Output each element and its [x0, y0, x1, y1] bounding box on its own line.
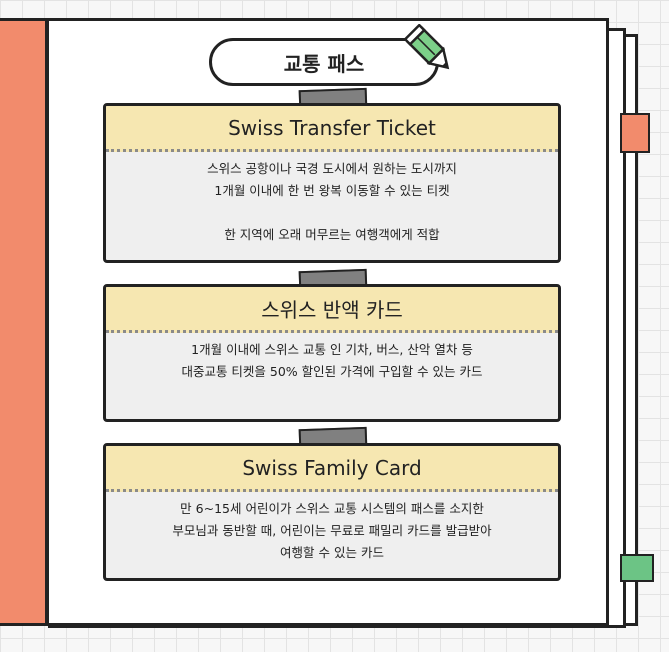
- card-text-line: 만 6~15세 어린이가 스위스 교통 시스템의 패스를 소지한: [180, 501, 484, 516]
- pencil-icon: [404, 24, 450, 70]
- card-heading: Swiss Transfer Ticket: [106, 106, 558, 152]
- card-swiss-family: Swiss Family Card 만 6~15세 어린이가 스위스 교통 시스…: [103, 443, 561, 581]
- card-body: 스위스 공항이나 국경 도시에서 원하는 도시까지 1개월 이내에 한 번 왕복…: [106, 152, 558, 246]
- card-body: 1개월 이내에 스위스 교통 인 기차, 버스, 산악 열차 등 대중교통 티켓…: [106, 333, 558, 383]
- card-text-line: 스위스 공항이나 국경 도시에서 원하는 도시까지: [207, 161, 457, 176]
- card-text-line: 1개월 이내에 한 번 왕복 이동할 수 있는 티켓: [214, 183, 450, 198]
- page-title: 교통 패스: [209, 38, 439, 86]
- card-swiss-transfer-ticket: Swiss Transfer Ticket 스위스 공항이나 국경 도시에서 원…: [103, 103, 561, 263]
- bookmark-tab-orange[interactable]: [620, 113, 650, 153]
- card-text-line: 부모님과 동반할 때, 어린이는 무료로 패밀리 카드를 발급받아: [172, 523, 492, 538]
- notebook-spine: [0, 18, 48, 626]
- card-heading: 스위스 반액 카드: [106, 287, 558, 333]
- card-text-line: 대중교통 티켓을 50% 할인된 가격에 구입할 수 있는 카드: [181, 364, 483, 379]
- card-heading: Swiss Family Card: [106, 446, 558, 492]
- card-swiss-half-fare: 스위스 반액 카드 1개월 이내에 스위스 교통 인 기차, 버스, 산악 열차…: [103, 284, 561, 422]
- card-text-line: 1개월 이내에 스위스 교통 인 기차, 버스, 산악 열차 등: [191, 342, 473, 357]
- card-note: 한 지역에 오래 머무르는 여행객에게 적합: [224, 227, 440, 242]
- bookmark-tab-green[interactable]: [620, 554, 654, 582]
- card-body: 만 6~15세 어린이가 스위스 교통 시스템의 패스를 소지한 부모님과 동반…: [106, 492, 558, 564]
- card-text-line: 여행할 수 있는 카드: [280, 545, 384, 560]
- page-title-text: 교통 패스: [283, 51, 365, 76]
